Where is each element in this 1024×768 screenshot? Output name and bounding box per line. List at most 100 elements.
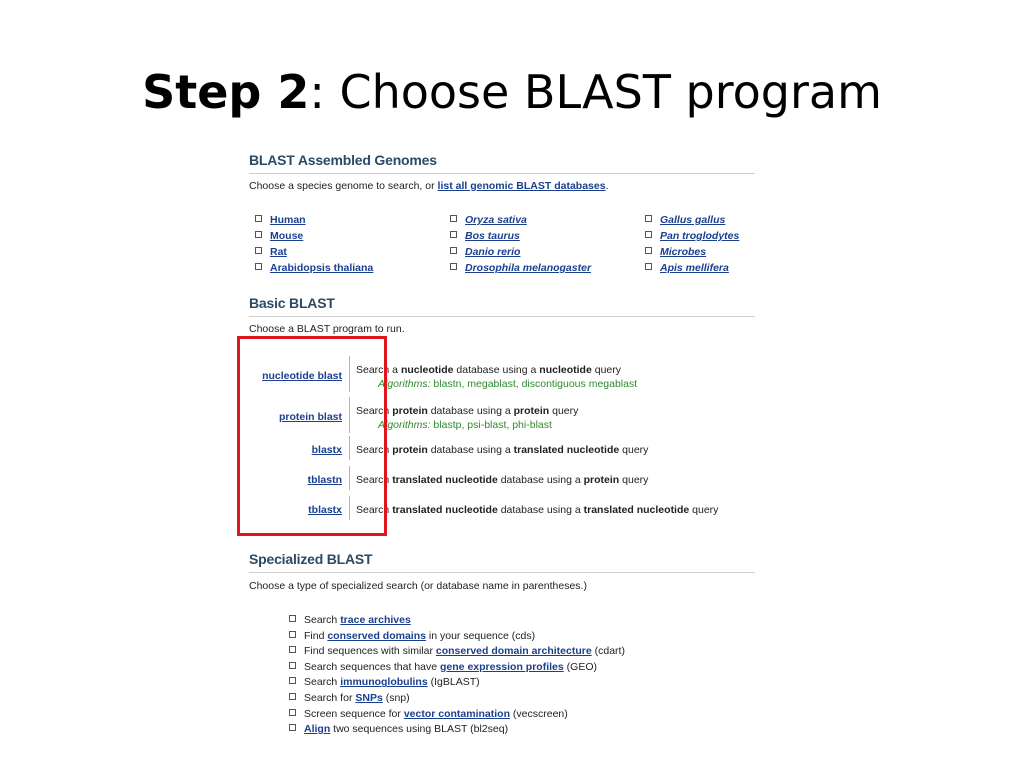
list-item: Search sequences that have gene expressi… bbox=[289, 660, 625, 676]
description-text: Search bbox=[356, 444, 393, 456]
specialized-link-gene-expression-profiles[interactable]: gene expression profiles bbox=[440, 660, 564, 673]
genome-link-mouse[interactable]: Mouse bbox=[270, 230, 304, 242]
list-item: Microbes bbox=[645, 244, 739, 260]
bullet-icon bbox=[289, 708, 296, 716]
specialized-link-immunoglobulins[interactable]: immunoglobulins bbox=[340, 676, 428, 689]
item-text: Find sequences with similar bbox=[304, 645, 436, 658]
specialized-link-trace-archives[interactable]: trace archives bbox=[340, 614, 411, 626]
bullet-icon bbox=[255, 263, 262, 270]
list-item: Arabidopsis thaliana bbox=[255, 260, 373, 276]
description-text: database using a bbox=[497, 474, 584, 486]
bullet-icon bbox=[255, 215, 262, 222]
specialized-link-vector-contamination[interactable]: vector contamination bbox=[403, 707, 510, 720]
program-link-protein-blast[interactable]: protein blast bbox=[278, 411, 342, 423]
genome-link-pan-troglodytes[interactable]: Pan troglodytes bbox=[660, 230, 740, 242]
algorithms-list: blastp, psi-blast, phi-blast bbox=[430, 419, 552, 431]
program-description: Search translated nucleotide database us… bbox=[356, 474, 648, 486]
slide-title-bold: Step 2 bbox=[142, 65, 310, 119]
description-text: Search bbox=[356, 405, 393, 417]
genome-link-bos-taurus[interactable]: Bos taurus bbox=[465, 230, 520, 242]
genome-link-microbes[interactable]: Microbes bbox=[660, 246, 707, 258]
item-text: (GEO) bbox=[563, 660, 597, 673]
description-text: database using a bbox=[427, 405, 514, 417]
bullet-icon bbox=[255, 247, 262, 254]
specialized-link-snps[interactable]: SNPs bbox=[355, 691, 383, 704]
specialized-link-align[interactable]: Align bbox=[304, 723, 331, 736]
algorithms-list: blastn, megablast, discontiguous megabla… bbox=[430, 378, 638, 390]
description-text: query bbox=[591, 364, 621, 376]
bullet-icon bbox=[450, 247, 457, 254]
list-item: Pan troglodytes bbox=[645, 228, 739, 244]
description-emphasis: protein bbox=[583, 474, 620, 486]
program-link-tblastx[interactable]: tblastx bbox=[308, 504, 342, 516]
list-item: Find conserved domains in your sequence … bbox=[289, 629, 625, 645]
list-all-genomic-databases-link[interactable]: list all genomic BLAST databases bbox=[437, 180, 606, 192]
description-text: Search a bbox=[356, 364, 401, 376]
description-emphasis: protein bbox=[392, 444, 428, 456]
genome-link-apis-mellifera[interactable]: Apis mellifera bbox=[660, 262, 729, 274]
algorithms-label: Algorithms: bbox=[378, 419, 431, 431]
algorithms-label: Algorithms: bbox=[378, 378, 431, 390]
genome-link-gallus-gallus[interactable]: Gallus gallus bbox=[660, 214, 726, 226]
specialized-link-conserved-domain-architecture[interactable]: conserved domain architecture bbox=[435, 645, 592, 658]
description-text: database using a bbox=[497, 504, 584, 516]
program-link-tblastn[interactable]: tblastn bbox=[307, 474, 342, 486]
table-row: tblastx Search translated nucleotide data… bbox=[249, 496, 755, 528]
genome-link-rat[interactable]: Rat bbox=[270, 246, 287, 258]
program-description: Search translated nucleotide database us… bbox=[356, 504, 718, 516]
slide-title: Step 2: Choose BLAST program bbox=[0, 62, 1024, 122]
program-description: Search protein database using a translat… bbox=[356, 444, 648, 456]
item-text: Search sequences that have bbox=[304, 660, 441, 673]
bullet-icon bbox=[289, 646, 296, 654]
description-emphasis: translated nucleotide bbox=[513, 444, 620, 456]
blast-screenshot: BLAST Assembled Genomes Choose a species… bbox=[249, 150, 755, 740]
item-text: two sequences using BLAST (bl2seq) bbox=[330, 723, 509, 736]
description-text: database using a bbox=[427, 444, 514, 456]
program-description: Search protein database using a protein … bbox=[356, 405, 578, 417]
program-description: Search a nucleotide database using a nuc… bbox=[356, 364, 621, 376]
genome-link-human[interactable]: Human bbox=[270, 214, 306, 226]
program-link-nucleotide-blast[interactable]: nucleotide blast bbox=[262, 370, 342, 382]
list-item: Search immunoglobulins (IgBLAST) bbox=[289, 675, 625, 691]
genome-link-drosophila-melanogaster[interactable]: Drosophila melanogaster bbox=[465, 262, 592, 274]
description-emphasis: nucleotide bbox=[539, 364, 592, 376]
description-text: Search bbox=[356, 474, 393, 486]
item-text: Search bbox=[304, 614, 341, 626]
bullet-icon bbox=[645, 231, 652, 238]
list-item: Bos taurus bbox=[450, 228, 591, 244]
assembled-intro: Choose a species genome to search, or li… bbox=[249, 180, 609, 192]
bullet-icon bbox=[645, 247, 652, 254]
list-item: Find sequences with similar conserved do… bbox=[289, 644, 625, 660]
description-text: Search bbox=[356, 504, 393, 516]
list-item: Drosophila melanogaster bbox=[450, 260, 591, 276]
item-text: Screen sequence for bbox=[304, 707, 404, 720]
genome-link-arabidopsis-thaliana[interactable]: Arabidopsis thaliana bbox=[270, 262, 374, 274]
genome-link-oryza-sativa[interactable]: Oryza sativa bbox=[465, 214, 527, 226]
list-item: Screen sequence for vector contamination… bbox=[289, 707, 625, 723]
bullet-icon bbox=[450, 231, 457, 238]
genome-link-danio-rerio[interactable]: Danio rerio bbox=[465, 246, 521, 258]
list-item: Align two sequences using BLAST (bl2seq) bbox=[289, 722, 625, 738]
specialized-blast-heading: Specialized BLAST bbox=[249, 551, 373, 567]
specialized-link-conserved-domains[interactable]: conserved domains bbox=[327, 629, 426, 642]
list-item: Oryza sativa bbox=[450, 212, 591, 228]
table-row: nucleotide blast Search a nucleotide data… bbox=[249, 356, 755, 400]
basic-blast-heading: Basic BLAST bbox=[249, 295, 335, 311]
table-row: tblastn Search translated nucleotide data… bbox=[249, 466, 755, 498]
specialized-intro: Choose a type of specialized search (or … bbox=[249, 580, 587, 592]
column-divider bbox=[349, 397, 350, 433]
list-item: Mouse bbox=[255, 228, 373, 244]
program-algorithms: Algorithms: blastn, megablast, discontig… bbox=[378, 378, 637, 390]
assembled-genomes-heading: BLAST Assembled Genomes bbox=[249, 152, 437, 168]
column-divider bbox=[349, 356, 350, 392]
bullet-icon bbox=[450, 263, 457, 270]
description-emphasis: translated nucleotide bbox=[583, 504, 690, 516]
list-item: Search for SNPs (snp) bbox=[289, 691, 625, 707]
item-text: (IgBLAST) bbox=[427, 676, 480, 689]
description-emphasis: translated nucleotide bbox=[392, 504, 498, 516]
bullet-icon bbox=[645, 263, 652, 270]
program-link-blastx[interactable]: blastx bbox=[311, 444, 342, 456]
item-text: in your sequence (cds) bbox=[425, 629, 536, 642]
